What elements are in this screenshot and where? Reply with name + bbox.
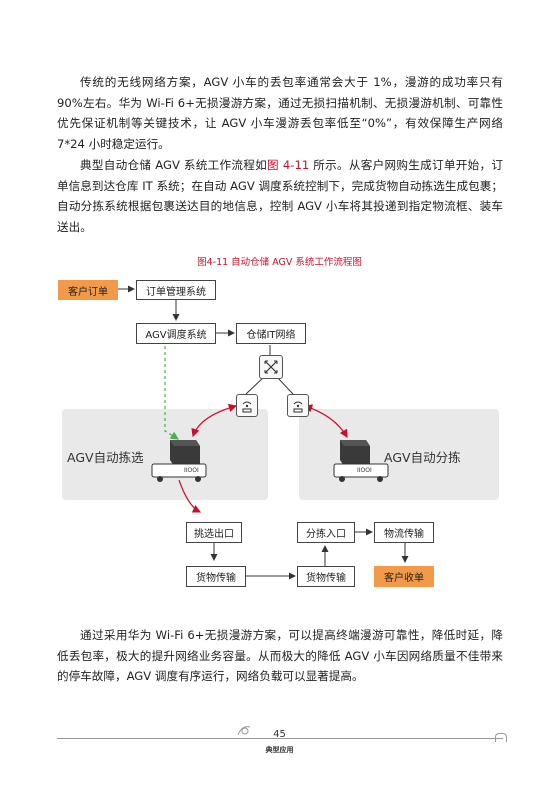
- box-order-management: 订单管理系统: [136, 280, 216, 300]
- paragraph-conclusion: 通过采用华为 Wi-Fi 6+无损漫游方案，可以提高终端漫游可靠性，降低时延，降…: [57, 628, 503, 683]
- box-warehouse-it: 仓储IT网络: [236, 323, 306, 344]
- box-goods-transfer: 货物传输: [297, 566, 355, 587]
- agv-badge: IIOOI: [357, 467, 372, 474]
- paragraph-text: 所示。从客户网购生成订单开始，订单信息到达仓库 IT 系统；在自动 AGV 调度…: [57, 158, 504, 234]
- footer-divider: [57, 738, 503, 739]
- agv-robot-icon: IIOOI: [148, 436, 210, 484]
- paragraph-text: 典型自动仓储 AGV 系统工作流程如: [80, 158, 268, 172]
- agv-badge: IIOOI: [184, 467, 199, 474]
- box-customer-order: 客户订单: [58, 280, 118, 300]
- page-number: 45: [273, 729, 286, 740]
- agv-robot-icon: IIOOI: [330, 436, 392, 484]
- line-switch-to-ap-left: [245, 375, 266, 395]
- footer-section-title: 典型应用: [265, 746, 294, 754]
- footer-logo-icon: [236, 722, 254, 736]
- footer-tab-mark: [495, 733, 507, 742]
- box-customer-receipt: 客户收单: [374, 566, 434, 587]
- zone-label-picking: AGV自动拣选: [67, 450, 144, 465]
- paragraph-agv-workflow: 典型自动仓储 AGV 系统工作流程如图 4-11 所示。从客户网购生成订单开始，…: [57, 155, 503, 237]
- box-pick-exit: 挑选出口: [186, 522, 242, 543]
- diagram-connectors: [118, 285, 409, 580]
- box-logistics-transfer: 物流传输: [374, 522, 434, 543]
- network-switch-icon: [259, 355, 283, 379]
- paragraph-wifi-intro: 传统的无线网络方案，AGV 小车的丢包率通常会大于 1%，漫游的成功率只有 90…: [57, 75, 503, 151]
- box-sort-entry: 分拣入口: [297, 522, 355, 543]
- wireless-link-right: [303, 404, 348, 439]
- zone-label-sorting: AGV自动分拣: [384, 450, 461, 465]
- wireless-link-dispatch-to-agv: [164, 346, 180, 440]
- wireless-link-left: [191, 403, 238, 438]
- arrow-agv-to-pick-exit: [178, 479, 202, 513]
- figure-reference-link[interactable]: 图 4-11: [267, 158, 310, 172]
- box-agv-dispatch: AGV调度系统: [136, 323, 216, 344]
- agv-workflow-diagram: AGV自动拣选 AGV自动分拣 客户订单 订单管理系统 AGV调度系统 仓储IT…: [0, 266, 559, 606]
- access-point-icon: [287, 394, 309, 417]
- box-goods-transfer: 货物传输: [186, 566, 246, 587]
- figure-caption: 图4-11 自动仓储 AGV 系统工作流程图: [197, 257, 362, 268]
- access-point-icon: [236, 394, 258, 417]
- line-switch-to-ap-right: [275, 375, 294, 395]
